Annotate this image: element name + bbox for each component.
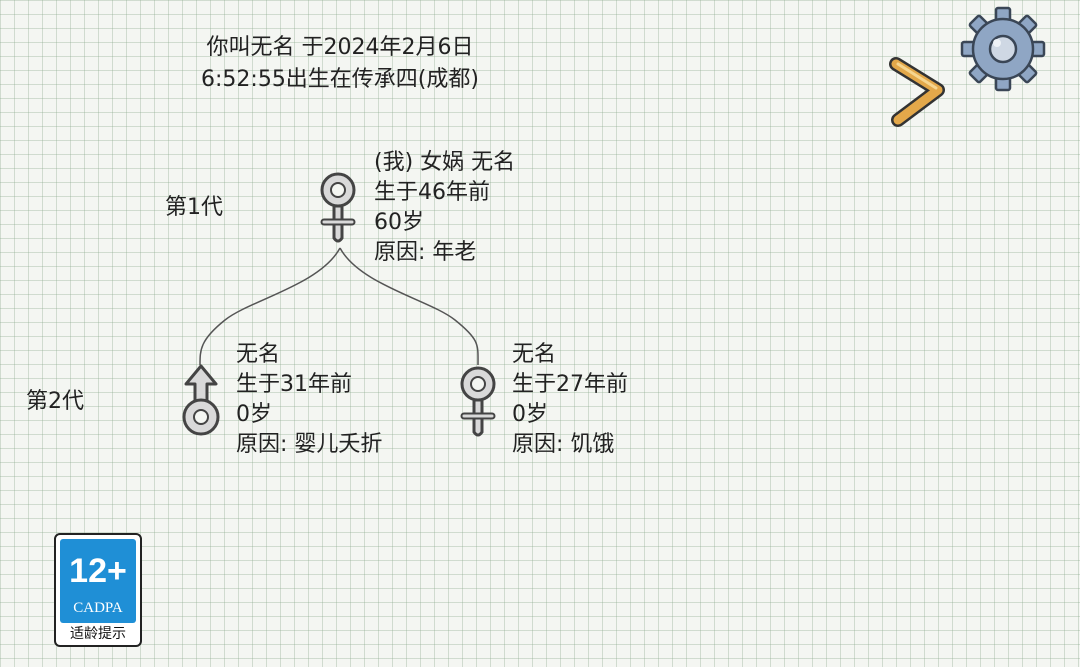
age-rating-value: 12+ (69, 552, 127, 590)
age-rating-panel: 12+ CADPA (60, 539, 136, 623)
member-card-1: (我) 女娲 无名 生于46年前 60岁 原因: 年老 (374, 148, 515, 268)
birth-info-line2: 6:52:55出生在传承四(成都) (201, 67, 479, 92)
member-name: 无名 (236, 342, 281, 367)
member-age: 60岁 (374, 210, 424, 235)
tree-line-left (199, 247, 341, 366)
member-name: (我) 女娲 无名 (374, 150, 516, 175)
birth-info-line1: 你叫无名 于2024年2月6日 (206, 35, 474, 60)
generation-label-2: 第2代 (26, 389, 84, 414)
member-death-cause: 原因: 饥饿 (512, 432, 615, 457)
tree-line-right (339, 247, 479, 366)
gear-icon (960, 6, 1046, 92)
age-rating-org: CADPA (73, 600, 123, 616)
member-death-cause: 原因: 年老 (374, 240, 477, 265)
age-rating-caption: 适龄提示 (70, 626, 126, 642)
member-age: 0岁 (236, 402, 272, 427)
member-born: 生于27年前 (512, 372, 628, 397)
member-card-2: 无名 生于31年前 0岁 原因: 婴儿夭折 (236, 340, 382, 460)
chevron-right-icon (889, 57, 945, 127)
member-age: 0岁 (512, 402, 548, 427)
member-name: 无名 (512, 342, 557, 367)
age-rating-badge: 12+ CADPA 适龄提示 (54, 533, 142, 647)
female-symbol-icon[interactable] (456, 362, 500, 442)
generation-label-1: 第1代 (165, 195, 223, 220)
birth-info: 你叫无名 于2024年2月6日 6:52:55出生在传承四(成都) (150, 32, 530, 96)
next-button[interactable] (888, 56, 946, 128)
member-born: 生于46年前 (374, 180, 490, 205)
female-symbol-icon[interactable] (316, 168, 360, 248)
settings-button[interactable] (958, 6, 1048, 92)
member-death-cause: 原因: 婴儿夭折 (236, 432, 383, 457)
member-card-3: 无名 生于27年前 0岁 原因: 饥饿 (512, 340, 628, 460)
male-symbol-icon[interactable] (178, 362, 224, 440)
member-born: 生于31年前 (236, 372, 352, 397)
